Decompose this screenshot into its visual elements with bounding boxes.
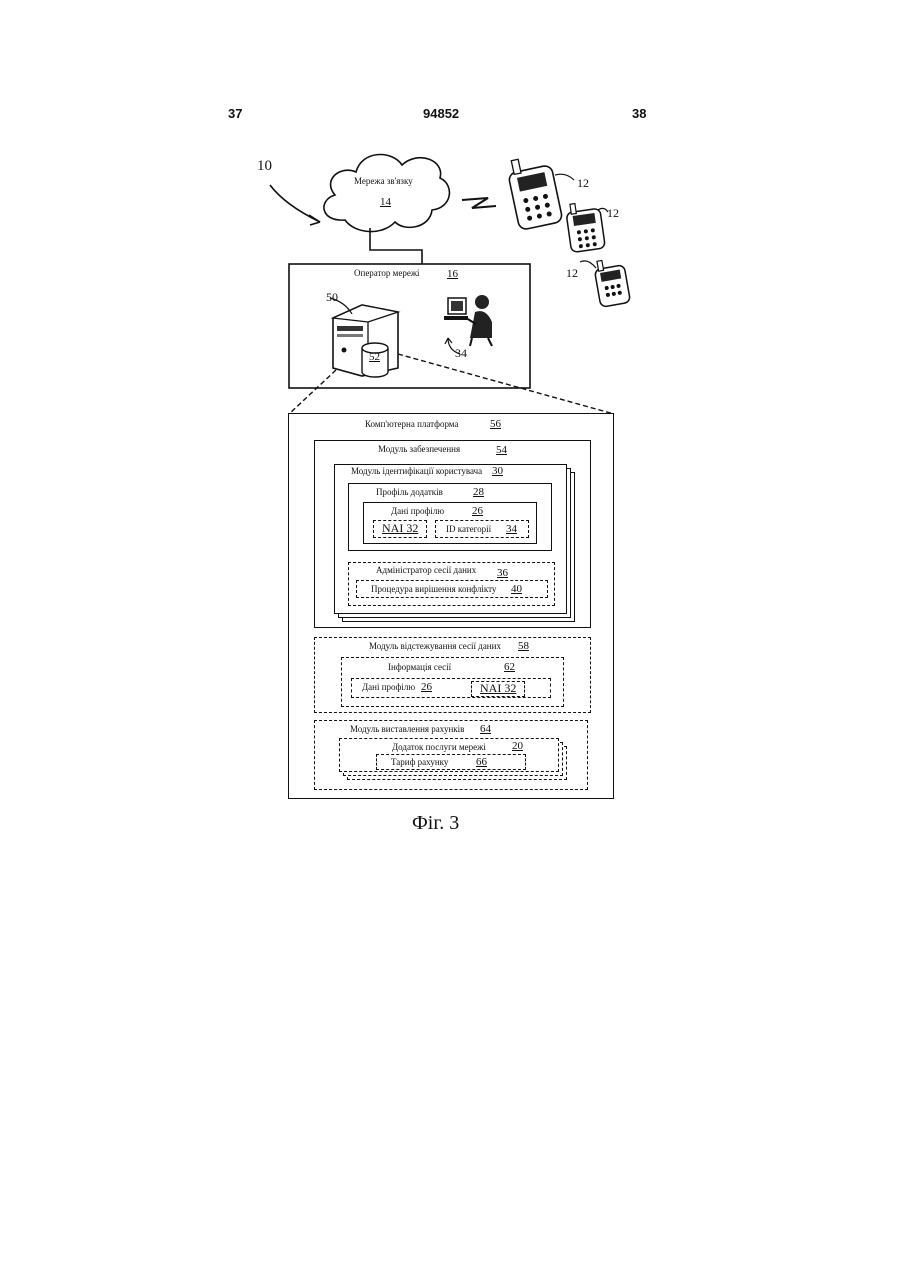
user-id-module-ref: 30 <box>492 465 503 477</box>
session-profile-data-ref: 26 <box>421 681 432 693</box>
session-admin-ref: 36 <box>497 567 508 579</box>
app-profile-label: Профіль додатків <box>376 487 443 497</box>
mobile-device-icon <box>565 200 605 252</box>
mobile-device-icon <box>505 153 563 231</box>
session-tracking-ref: 58 <box>518 640 529 652</box>
platform-label: Комп'ютерна платформа <box>365 419 458 429</box>
device-ref-a: 12 <box>577 176 589 191</box>
provisioning-label: Модуль забезпечення <box>378 444 460 454</box>
system-ref: 10 <box>257 158 272 175</box>
database-ref: 52 <box>369 351 380 363</box>
user-id-module-label: Модуль ідентифікації користувача <box>351 466 482 476</box>
mobile-device-icon <box>593 257 631 308</box>
network-label: Мережа зв'язку <box>354 176 413 186</box>
provisioning-ref: 54 <box>496 444 507 456</box>
session-profile-data-label: Дані профілю <box>362 682 415 692</box>
session-tracking-label: Модуль відстежування сесії даних <box>369 641 501 651</box>
billing-label: Модуль виставлення рахунків <box>350 724 464 734</box>
wireless-link-icon <box>462 198 496 208</box>
network-cloud-icon <box>324 155 450 232</box>
conflict-procedure-ref: 40 <box>511 583 522 595</box>
device-ref-b: 12 <box>607 206 619 221</box>
operator-ref: 16 <box>447 268 458 280</box>
billing-ref: 64 <box>480 723 491 735</box>
session-info-ref: 62 <box>504 661 515 673</box>
operator-user-ref: 34 <box>455 346 467 361</box>
category-id-label: ID категорії <box>446 524 491 534</box>
category-id-ref: 34 <box>506 523 517 535</box>
platform-ref: 56 <box>490 418 501 430</box>
tariff-label: Тариф рахунку <box>391 757 448 767</box>
service-app-label: Додаток послуги мережі <box>392 742 486 752</box>
operator-box <box>289 264 530 388</box>
operator-label: Оператор мережі <box>354 268 420 278</box>
conflict-procedure-label: Процедура вирішення конфлікту <box>371 584 496 594</box>
nai-label: NAI 32 <box>382 521 418 536</box>
figure-caption: Фіг. 3 <box>412 812 459 835</box>
server-ref: 50 <box>326 290 338 305</box>
app-profile-ref: 28 <box>473 486 484 498</box>
profile-data-ref: 26 <box>472 505 483 517</box>
service-app-ref: 20 <box>512 740 523 752</box>
tariff-ref: 66 <box>476 756 487 768</box>
session-admin-label: Адміністратор сесії даних <box>376 565 476 575</box>
network-ref: 14 <box>380 196 391 208</box>
session-info-label: Інформація сесії <box>388 662 451 672</box>
profile-data-label: Дані профілю <box>391 506 444 516</box>
device-ref-c: 12 <box>566 266 578 281</box>
session-nai-label: NAI 32 <box>480 681 516 696</box>
